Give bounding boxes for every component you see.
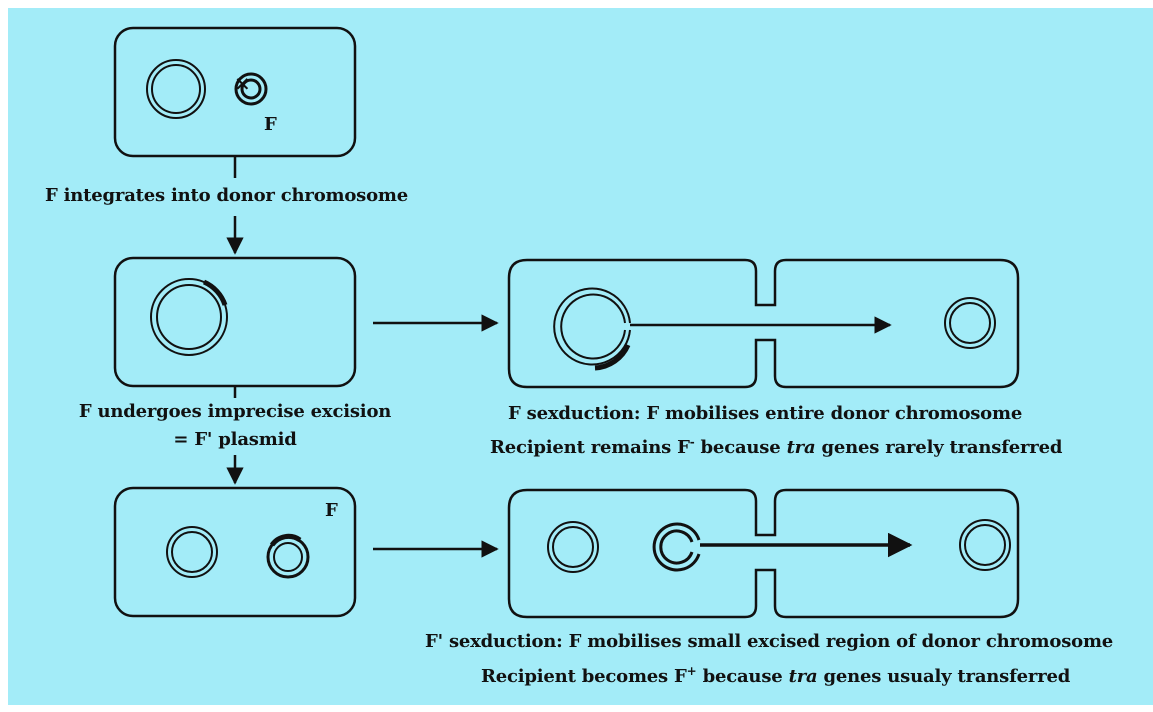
fprime-transfer-open-ring-inner: [659, 529, 694, 565]
donor-chromosome-open-ring: [553, 287, 631, 366]
donor-f-segment: [594, 343, 631, 371]
mating-pair-bottom: [507, 488, 1020, 619]
step-excision-text: F undergoes imprecise excision: [78, 401, 392, 422]
fprime-plasmid-ring-inner: [273, 542, 303, 572]
donor-chromosome-bottom: [547, 521, 599, 573]
f-sexduction-line2: Recipient remains F- because tra genes r…: [490, 435, 1063, 458]
recipient-chromosome-top: [944, 297, 996, 349]
step-integration-text: F integrates into donor chromosome: [45, 185, 409, 206]
f-plasmid-label: F: [264, 114, 277, 135]
hfr-chromosome-ring: [150, 278, 228, 356]
f-plasmid-ring: [234, 72, 268, 106]
donor-chromosome-ring-inner: [151, 64, 201, 114]
cross-symbol: ×: [234, 71, 251, 95]
fprime-chromosome-ring: [166, 526, 218, 578]
integrated-f-segment: [202, 279, 228, 306]
donor-chromosome-open-ring-inner: [560, 293, 626, 360]
step-fprime-text: = F' plasmid: [173, 429, 297, 450]
recipient-chromosome-top-inner: [949, 302, 991, 344]
donor-chromosome-bottom-inner: [552, 526, 594, 568]
f-sexduction-line1: F sexduction: F mobilises entire donor c…: [508, 403, 1023, 424]
fprime-plasmid-segment: [269, 533, 302, 547]
recipient-chromosome-bottom: [959, 519, 1011, 571]
recipient-chromosome-bottom-inner: [964, 524, 1006, 566]
fprime-chromosome-ring-inner: [171, 531, 213, 573]
fprime-transfer-open-ring: [652, 522, 701, 572]
fprime-sexduction-line1: F' sexduction: F mobilises small excised…: [425, 631, 1114, 652]
hfr-chromosome-ring-inner: [156, 284, 222, 350]
f-plasmid-ring-inner: [240, 78, 262, 100]
mating-pair-top: [507, 258, 1020, 389]
donor-chromosome-ring: [146, 59, 206, 119]
fprime-plasmid-label: F: [325, 500, 338, 521]
fprime-sexduction-line2: Recipient becomes F+ because tra genes u…: [481, 664, 1071, 687]
cell-fprime: [113, 486, 357, 618]
